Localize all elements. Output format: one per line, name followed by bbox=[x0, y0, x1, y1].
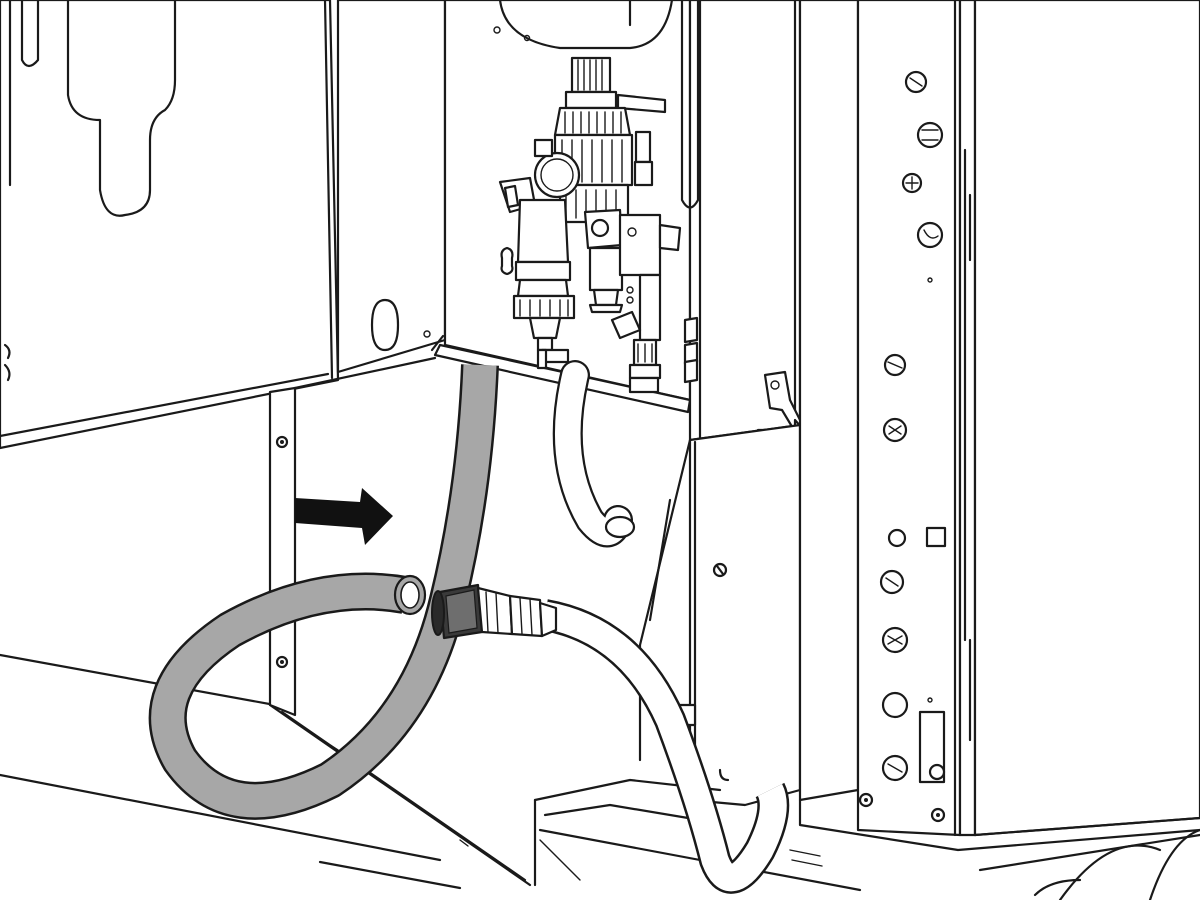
floor-lines bbox=[0, 653, 532, 890]
keyhole-cutout bbox=[66, 0, 177, 217]
back-wall-frame bbox=[268, 356, 437, 717]
white-hose bbox=[541, 599, 790, 894]
direction-arrow-icon bbox=[295, 488, 393, 545]
grey-hose bbox=[148, 364, 499, 820]
pressure-gauge-icon bbox=[533, 151, 581, 199]
inner-hose bbox=[552, 360, 636, 548]
hinged-door bbox=[680, 0, 810, 496]
connector-socket-icon bbox=[879, 70, 947, 784]
connector-side-panel bbox=[798, 0, 1200, 852]
hose-coupling bbox=[431, 583, 558, 640]
quick-coupling-icon bbox=[628, 338, 662, 394]
filter-regulator-assembly bbox=[498, 56, 682, 394]
left-panel-door bbox=[0, 0, 447, 450]
oval-slot bbox=[370, 298, 400, 352]
